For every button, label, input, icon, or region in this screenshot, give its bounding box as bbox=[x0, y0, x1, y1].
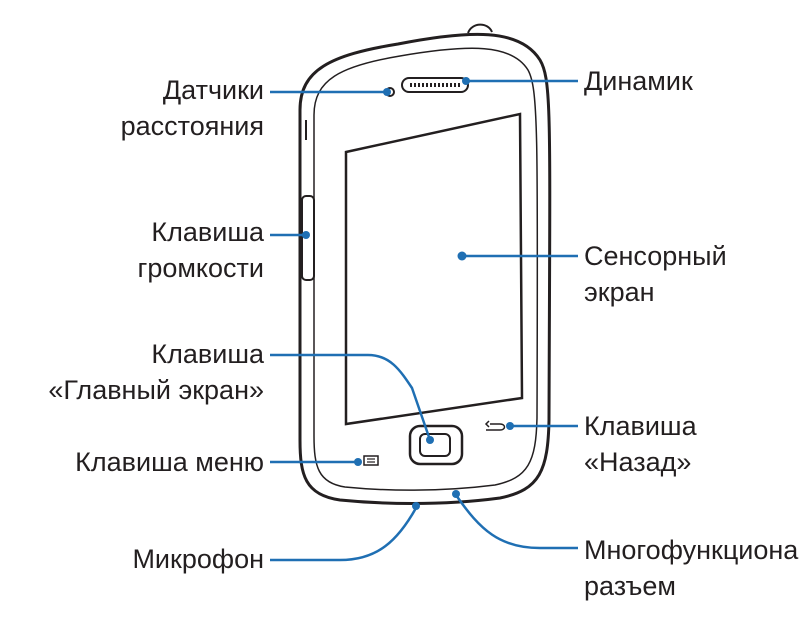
phone-inner-rim bbox=[313, 47, 539, 491]
label-line: «Назад» bbox=[584, 447, 692, 477]
label-microphone: Микрофон bbox=[132, 541, 264, 577]
label-proximity-sensors: Датчики расстояния bbox=[121, 72, 264, 144]
label-line: «Главный экран» bbox=[48, 375, 264, 405]
label-line: Клавиша bbox=[584, 411, 697, 441]
leader-home bbox=[270, 353, 432, 441]
label-line: громкости bbox=[137, 253, 264, 283]
dot-menu bbox=[354, 458, 362, 466]
leader-microphone bbox=[270, 507, 418, 562]
speaker-grille bbox=[401, 77, 469, 93]
dot-back bbox=[506, 422, 514, 430]
label-line: разъем bbox=[584, 571, 676, 601]
label-menu-key: Клавиша меню bbox=[75, 444, 264, 480]
dot-home bbox=[426, 436, 434, 444]
label-line: Динамик bbox=[584, 66, 693, 96]
label-home-key: Клавиша «Главный экран» bbox=[48, 336, 264, 408]
dot-multifunction-jack bbox=[452, 490, 460, 498]
dot-proximity bbox=[383, 88, 391, 96]
label-speaker: Динамик bbox=[584, 63, 693, 99]
label-line: расстояния bbox=[120, 111, 264, 141]
label-line: Клавиша меню bbox=[75, 447, 264, 477]
label-line: Датчики bbox=[162, 75, 264, 105]
label-line: Микрофон bbox=[132, 544, 264, 574]
menu-icon bbox=[363, 455, 379, 466]
dot-speaker bbox=[462, 77, 470, 85]
label-line: Клавиша bbox=[151, 217, 264, 247]
back-arrow-icon bbox=[484, 420, 506, 431]
label-line: Сенсорный bbox=[584, 241, 727, 271]
touch-screen-panel bbox=[344, 112, 524, 426]
label-multifunction-jack: Многофункциона разъем bbox=[584, 532, 798, 604]
label-back-key: Клавиша «Назад» bbox=[584, 408, 697, 480]
label-line: Многофункциона bbox=[584, 535, 799, 565]
label-volume-key: Клавиша громкости bbox=[137, 214, 264, 286]
home-key-shape bbox=[408, 424, 464, 466]
top-jack bbox=[467, 23, 493, 34]
dot-microphone bbox=[412, 502, 420, 510]
label-line: экран bbox=[584, 277, 655, 307]
dot-touch-screen bbox=[457, 251, 467, 261]
leader-multifunction-jack bbox=[454, 494, 578, 550]
dot-volume bbox=[302, 231, 310, 239]
label-line: Клавиша bbox=[151, 339, 264, 369]
label-touch-screen: Сенсорный экран bbox=[584, 238, 727, 310]
